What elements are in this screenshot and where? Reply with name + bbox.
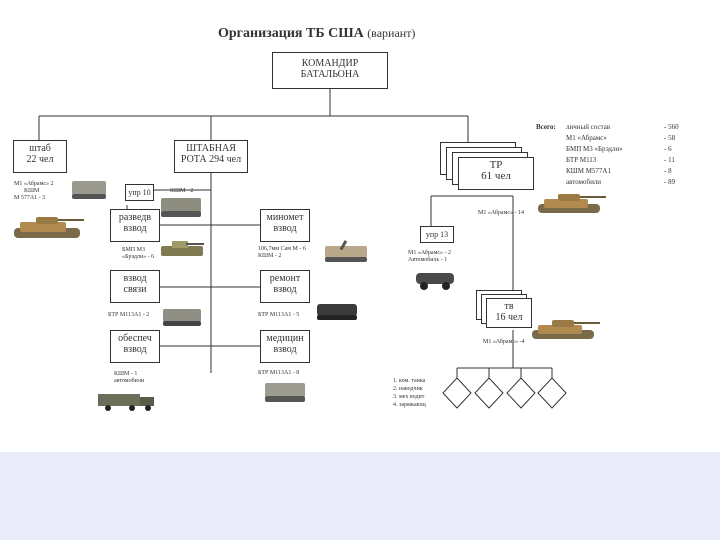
hq-company-mgmt-box: упр 10	[125, 184, 154, 201]
org-chart-lines	[38, 88, 567, 409]
crew-diamond	[442, 377, 472, 409]
slide-sheet: Организация ТБ США (вариант)	[0, 0, 720, 452]
command-vehicle-icon	[161, 198, 201, 217]
abrams-tank-icon	[538, 194, 606, 213]
recovery-vehicle-icon	[317, 304, 357, 320]
tank-company-equipment: М1 «Абрамс» - 14	[478, 210, 525, 216]
recon-equipment: БМП М3«Брэдли» - 6	[122, 247, 155, 260]
abrams-tank-icon	[14, 217, 84, 238]
ambulance-apc-icon	[265, 383, 305, 402]
tank-company-mgmt-box: упр 13	[420, 226, 454, 243]
mortar-carrier-icon	[325, 240, 367, 262]
truck-icon	[98, 394, 154, 411]
totals-summary: Всего:личный состав- 560 М1 «Абрамс»- 58…	[536, 123, 679, 186]
crew-diamond	[537, 377, 567, 409]
tank-platoon-equipment: М1 «Абрамс» -4	[483, 339, 525, 345]
bradley-ifv-icon	[161, 241, 204, 256]
repair-equipment: БТР М113А1 - 5	[258, 312, 300, 318]
crew-diamond	[506, 377, 536, 409]
m113-apc-icon	[163, 309, 201, 326]
tank-crew-diamonds	[442, 377, 567, 409]
command-vehicle-icon	[72, 181, 106, 199]
signal-equipment: БТР М113А1 - 2	[108, 312, 150, 318]
page-title: Организация ТБ США (вариант)	[218, 26, 416, 41]
abrams-tank-icon	[532, 320, 600, 339]
medical-equipment: БТР М113А1 - 8	[258, 370, 300, 376]
armored-car-icon	[416, 273, 454, 290]
crew-diamond	[474, 377, 504, 409]
hq-company-mgmt-equipment: КШМ - 2	[170, 188, 194, 194]
